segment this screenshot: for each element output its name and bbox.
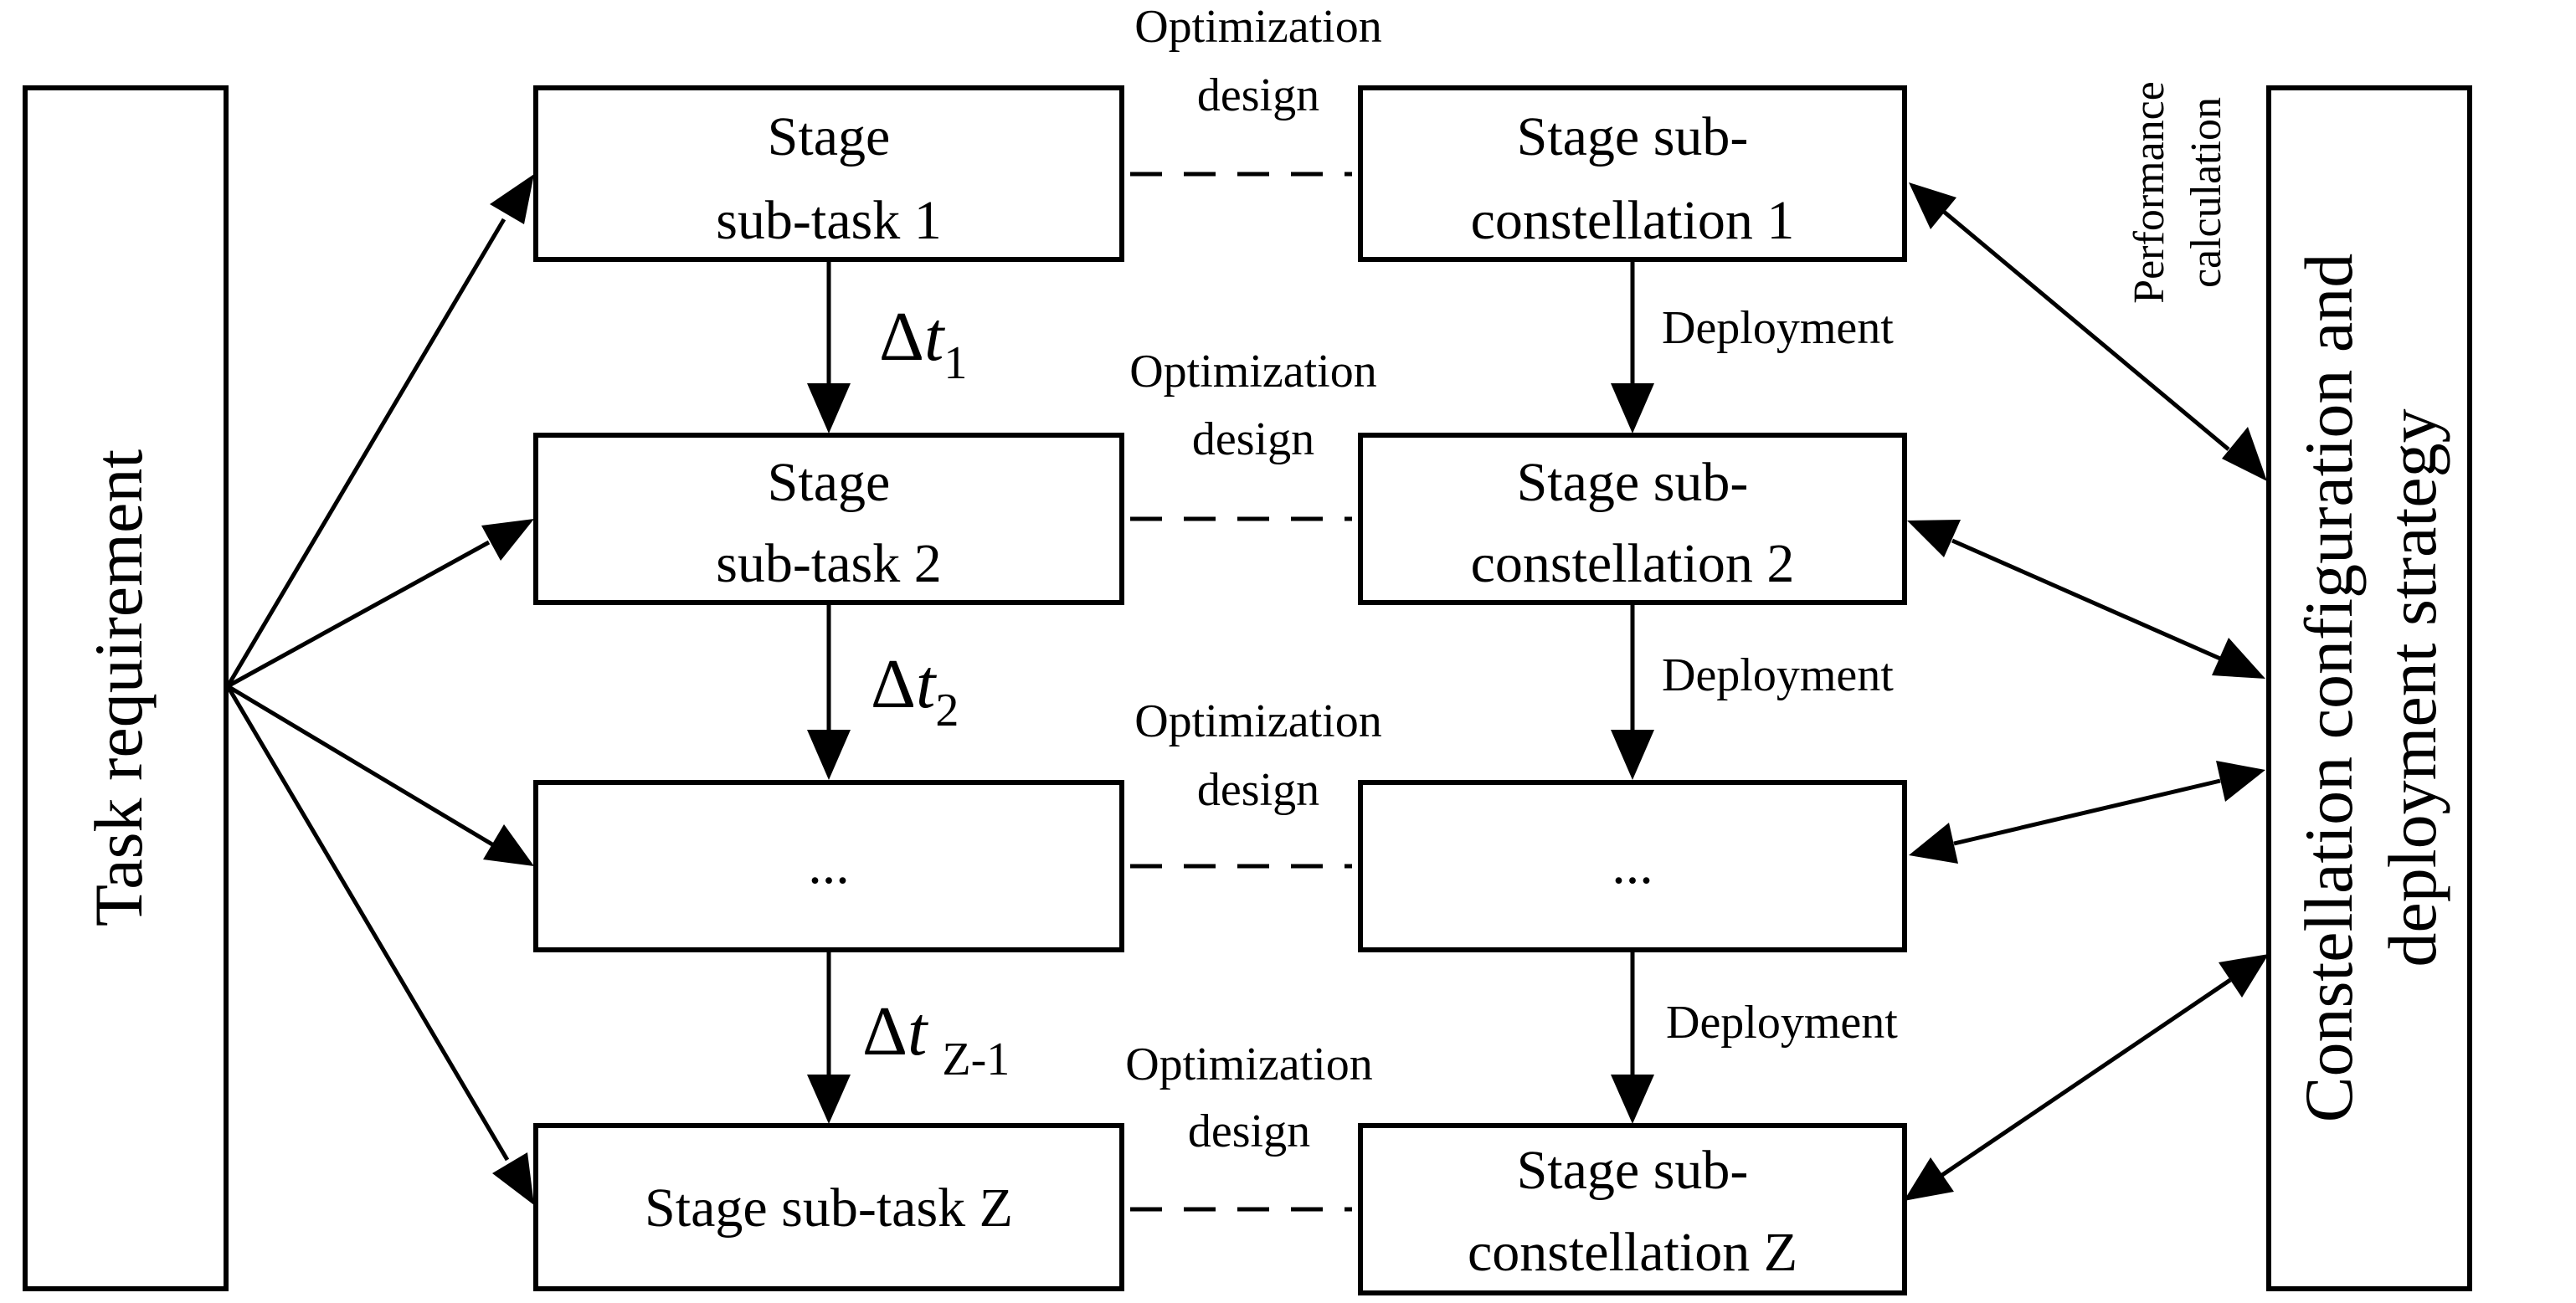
delta-t-1-label: Δt1 xyxy=(879,298,967,389)
optimization-label-3-line2: design xyxy=(1197,764,1319,816)
constellation-strategy-box xyxy=(2266,85,2472,1291)
deployment-arrow-1 xyxy=(1611,261,1654,433)
stage-subconstellation-2-line1: Stage sub- xyxy=(1517,452,1749,513)
performance-arrow-1 xyxy=(1909,182,2267,481)
stage-subtask-2-line2: sub-task 2 xyxy=(716,533,941,594)
delta-sub: 2 xyxy=(935,685,959,736)
delta-var: t xyxy=(916,645,938,723)
deployment-label-2: Deployment xyxy=(1662,649,1894,701)
delta-var: t xyxy=(908,993,929,1070)
optimization-label-z-line2: design xyxy=(1188,1105,1310,1157)
delta-symbol: Δ xyxy=(871,645,916,723)
performance-label-line2: calculation xyxy=(2183,97,2230,288)
performance-arrow-3 xyxy=(1909,761,2265,864)
stage-subconstellation-ellipsis-box xyxy=(1358,780,1907,952)
stage-subtask-ellipsis-box xyxy=(533,780,1124,952)
task-to-subtask-1-arrow xyxy=(225,174,534,688)
deployment-arrow-2 xyxy=(1611,604,1654,780)
task-to-subtask-z-arrow xyxy=(225,685,534,1205)
task-to-subtask-2-arrow xyxy=(226,519,534,689)
delta-t-2-label: Δt2 xyxy=(871,645,959,736)
stage-subtask-1-box xyxy=(533,85,1124,262)
constellation-strategy-label-line2: deployment strategy xyxy=(2374,408,2450,967)
optimization-label-1-line2: design xyxy=(1197,69,1319,121)
stage-subconstellation-1-line1: Stage sub- xyxy=(1517,106,1749,167)
optimization-label-z-line1: Optimization xyxy=(1125,1039,1373,1090)
stage-subtask-1-line1: Stage xyxy=(768,106,891,167)
stage-subconstellation-1-line2: constellation 1 xyxy=(1471,190,1795,251)
performance-arrow-2 xyxy=(1907,520,2265,679)
delta-var: t xyxy=(924,298,946,376)
delta-sub: Z-1 xyxy=(942,1034,1010,1085)
optimization-label-2-line2: design xyxy=(1192,413,1314,465)
delta-t-arrow-2 xyxy=(807,604,851,780)
stage-subconstellation-2-line2: constellation 2 xyxy=(1471,533,1795,594)
performance-arrow-z xyxy=(1904,954,2269,1201)
deployment-label-3: Deployment xyxy=(1666,997,1898,1049)
stage-subconstellation-2-box xyxy=(1358,433,1907,605)
optimization-label-2-line1: Optimization xyxy=(1129,346,1377,398)
delta-symbol: Δ xyxy=(879,298,924,376)
stage-subtask-z-label: Stage sub-task Z xyxy=(645,1177,1013,1239)
stage-subconstellation-z-line1: Stage sub- xyxy=(1517,1140,1749,1201)
optimization-label-1-line1: Optimization xyxy=(1134,1,1382,53)
performance-label-line1: Performance xyxy=(2126,81,2173,304)
stage-subtask-ellipsis: ... xyxy=(808,834,850,895)
stage-subtask-1-line2: sub-task 1 xyxy=(716,190,941,251)
task-requirement-box xyxy=(23,85,229,1291)
stage-subconstellation-z-box xyxy=(1358,1123,1907,1295)
delta-t-arrow-1 xyxy=(807,261,851,433)
stage-subtask-2-line1: Stage xyxy=(768,452,891,513)
stage-subconstellation-1-box xyxy=(1358,85,1907,262)
delta-symbol: Δ xyxy=(862,993,908,1070)
task-to-subtask-3-arrow xyxy=(226,684,534,866)
delta-t-arrow-3 xyxy=(807,952,851,1124)
task-requirement-label: Task requirement xyxy=(80,449,157,927)
stage-subconstellation-ellipsis: ... xyxy=(1612,834,1653,895)
stage-subtask-2-box xyxy=(533,433,1124,605)
optimization-label-3-line1: Optimization xyxy=(1134,695,1382,747)
delta-sub: 1 xyxy=(944,337,967,389)
stage-subconstellation-z-line2: constellation Z xyxy=(1468,1222,1797,1283)
deployment-label-1: Deployment xyxy=(1662,302,1894,354)
stage-subtask-z-box xyxy=(533,1123,1124,1291)
constellation-strategy-label-line1: Constellation configuration and xyxy=(2291,254,2367,1122)
deployment-arrow-3 xyxy=(1611,952,1654,1124)
